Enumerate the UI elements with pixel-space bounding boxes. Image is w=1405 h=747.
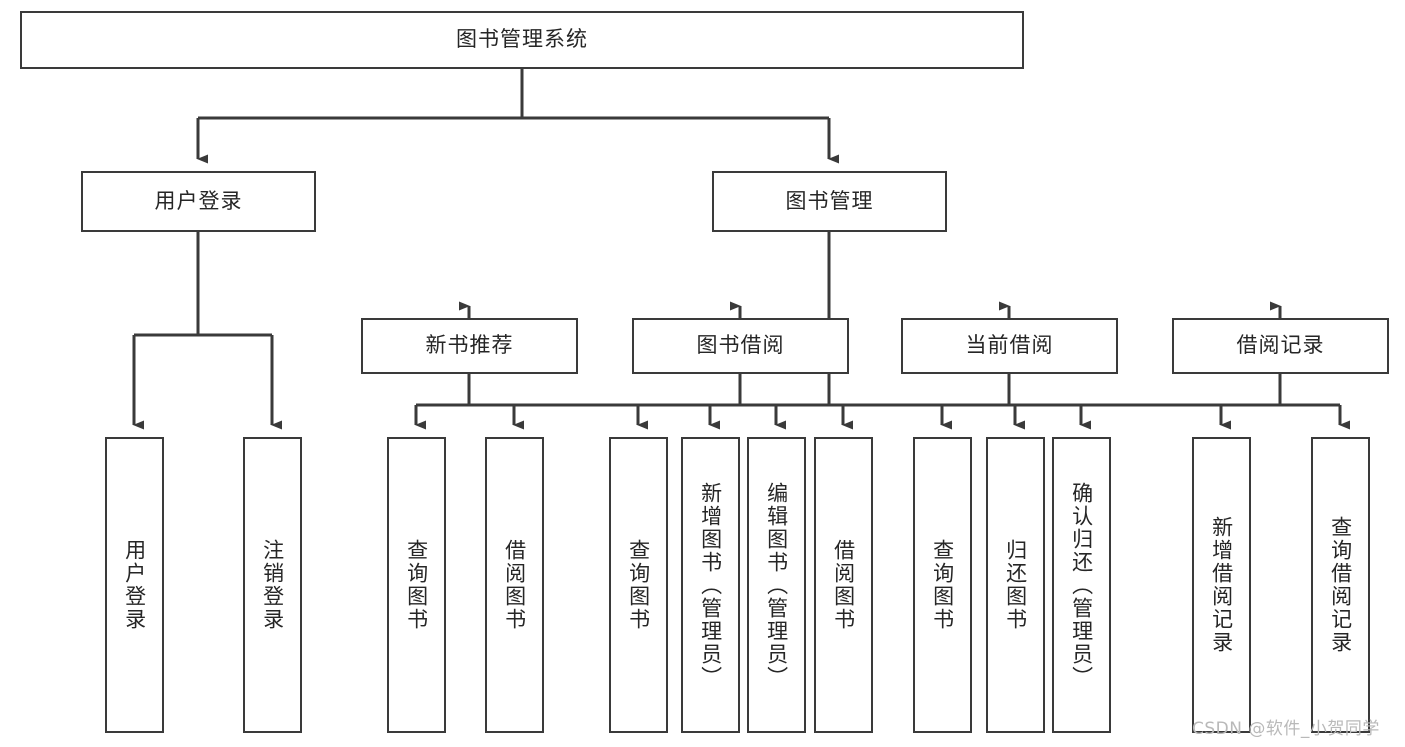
level1-node-node-0-用户登录[interactable]: 用户登录 <box>81 171 316 232</box>
leaf-node-node-6-编辑图书管理员[interactable]: 编辑图书（管理员） <box>747 437 806 733</box>
level2-node-node-3-借阅记录[interactable]: 借阅记录 <box>1172 318 1389 374</box>
leaf-node-node-1-注销登录[interactable]: 注销登录 <box>243 437 302 733</box>
node-label: 借阅记录 <box>1236 333 1325 358</box>
node-label: 编辑图书（管理员） <box>764 481 789 689</box>
leaf-node-node-8-查询图书[interactable]: 查询图书 <box>913 437 972 733</box>
leaf-node-node-4-查询图书[interactable]: 查询图书 <box>609 437 668 733</box>
node-label: 查询图书 <box>404 539 429 631</box>
leaf-node-node-10-确认归还管理员[interactable]: 确认归还（管理员） <box>1052 437 1111 733</box>
root-node-node-0-图书管理系统[interactable]: 图书管理系统 <box>20 11 1024 69</box>
leaf-node-node-7-借阅图书[interactable]: 借阅图书 <box>814 437 873 733</box>
node-label: 用户登录 <box>122 539 147 631</box>
node-label: 图书管理系统 <box>456 27 588 52</box>
node-label: 新书推荐 <box>425 333 514 358</box>
leaf-node-node-3-借阅图书[interactable]: 借阅图书 <box>485 437 544 733</box>
node-label: 用户登录 <box>154 188 243 213</box>
leaf-node-node-9-归还图书[interactable]: 归还图书 <box>986 437 1045 733</box>
leaf-node-node-11-新增借阅记录[interactable]: 新增借阅记录 <box>1192 437 1251 733</box>
level2-node-node-0-新书推荐[interactable]: 新书推荐 <box>361 318 578 374</box>
node-label: 查询图书 <box>626 539 651 631</box>
node-label: 借阅图书 <box>831 539 856 631</box>
leaf-node-node-2-查询图书[interactable]: 查询图书 <box>387 437 446 733</box>
leaf-node-node-0-用户登录[interactable]: 用户登录 <box>105 437 164 733</box>
leaf-node-node-12-查询借阅记录[interactable]: 查询借阅记录 <box>1311 437 1370 733</box>
node-label: 归还图书 <box>1003 539 1028 631</box>
csdn-watermark: CSDN @软件_小贺同学 <box>1192 719 1380 739</box>
node-label: 查询借阅记录 <box>1328 516 1353 654</box>
node-label: 新增借阅记录 <box>1209 516 1234 654</box>
node-label: 图书借阅 <box>696 333 785 358</box>
node-label: 确认归还（管理员） <box>1069 481 1094 689</box>
node-label: 查询图书 <box>930 539 955 631</box>
node-label: 借阅图书 <box>502 539 527 631</box>
leaf-node-node-5-新增图书管理员[interactable]: 新增图书（管理员） <box>681 437 740 733</box>
level2-node-node-1-图书借阅[interactable]: 图书借阅 <box>632 318 849 374</box>
level2-node-node-2-当前借阅[interactable]: 当前借阅 <box>901 318 1118 374</box>
node-label: 新增图书（管理员） <box>698 481 723 689</box>
node-label: 注销登录 <box>260 539 285 631</box>
node-label: 当前借阅 <box>965 333 1054 358</box>
node-label: 图书管理 <box>785 188 874 213</box>
level1-node-node-1-图书管理[interactable]: 图书管理 <box>712 171 947 232</box>
